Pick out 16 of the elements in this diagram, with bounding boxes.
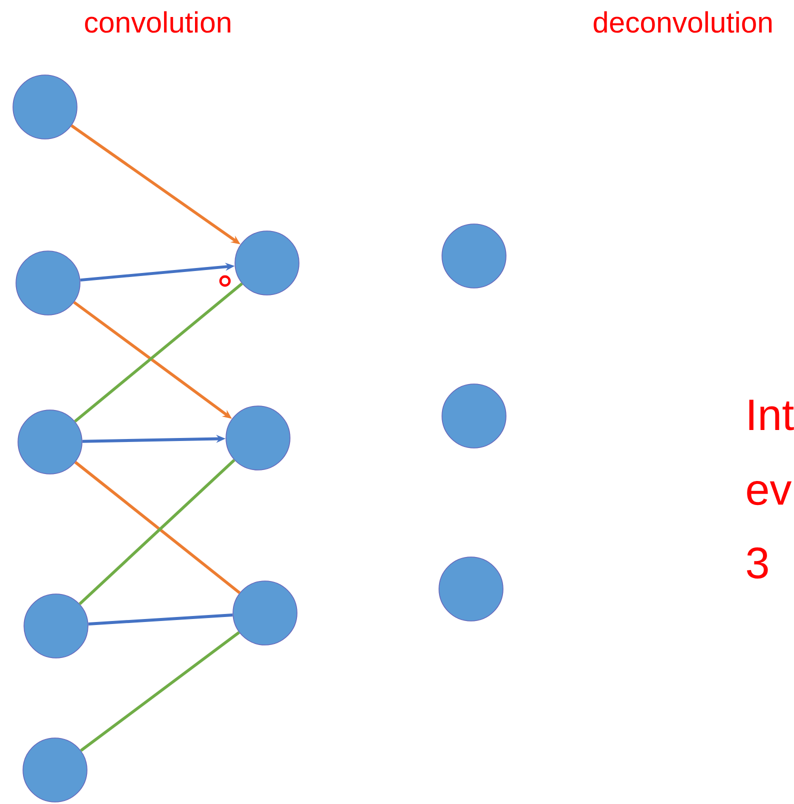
circle-node [232,580,298,646]
circle-node [234,230,300,296]
caption-text: 3 [746,547,768,579]
caption-text: convolution [85,11,230,33]
circle-node [442,224,506,288]
caption-text: deconvolution [594,11,772,33]
circle-node [442,384,506,448]
circle-node [226,406,290,470]
circle-node [22,738,88,802]
caption-text: Int [749,400,794,430]
caption-text: ev [747,480,792,506]
circle-node [12,74,78,140]
circle-node [16,250,80,316]
circle-node [438,556,504,622]
circle-node [18,410,82,474]
circle-node [24,594,88,658]
